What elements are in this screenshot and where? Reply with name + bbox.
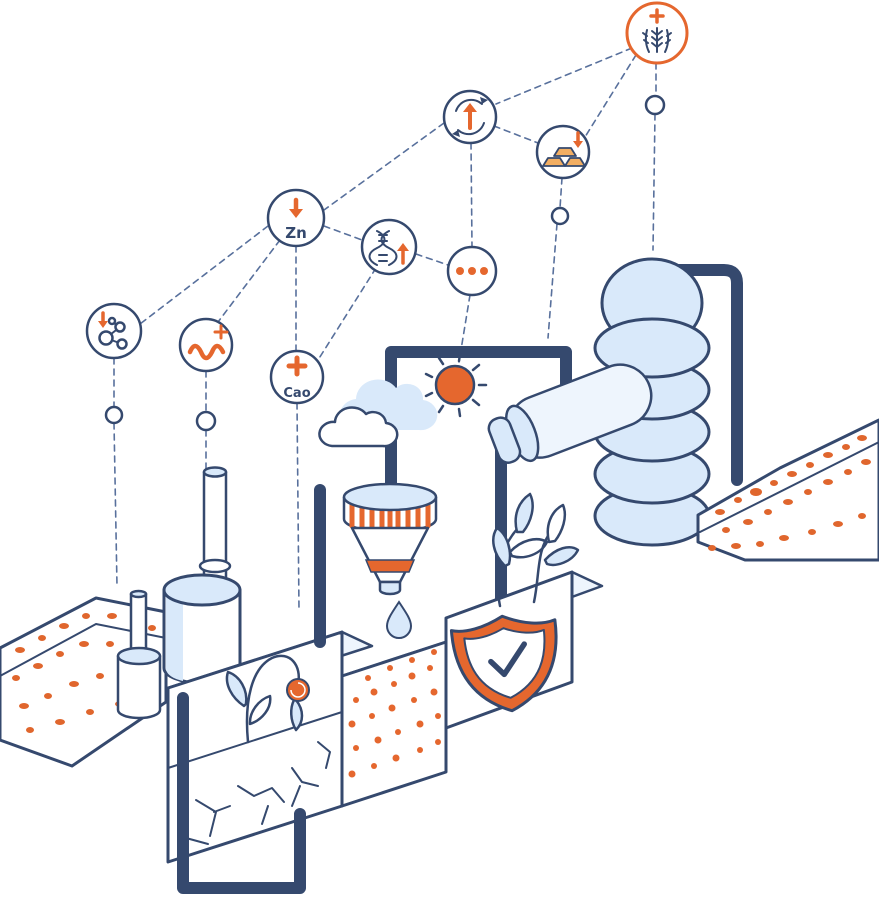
connector-node-dots [104,94,666,432]
badge-dna [360,218,418,276]
leaf [508,538,549,559]
cloud [318,379,438,448]
badge-more-nutrients [446,245,498,297]
wilted-plant [225,654,310,744]
badge-molecule [85,302,143,360]
right-soil-berm [696,418,879,562]
wilted-leaf [225,670,248,708]
wilted-flower-head [286,678,310,702]
water-droplet [385,600,413,639]
funnel-band [364,559,416,573]
zinc-label: Zn [285,224,307,242]
frame-pipe-lower [177,692,306,894]
plus-icon [286,355,308,377]
leaf [546,503,567,544]
ellipsis-icon [456,267,488,275]
leaf [543,546,580,567]
degraded-soil-block [166,630,374,864]
connector-node-dot [195,410,217,432]
protection-shield [449,614,558,713]
sun-disc [434,364,476,406]
leaf [514,492,534,534]
speckled-soil-front [340,640,448,808]
calcium-label: Cao [283,386,310,401]
cycle-arrows-up-icon [452,97,488,137]
molecule-down-icon [98,311,128,350]
factory [116,466,242,720]
wheat-plus-icon [642,8,672,53]
funnel-tip [378,580,402,596]
plant-leaves [492,492,580,608]
badge-zinc: Zn [266,188,326,248]
funnel-cone [350,526,430,584]
connector-dashed-lines [113,47,657,611]
badge-calcium: Cao [269,349,325,405]
soil-cracks [185,741,331,845]
badge-wheat-yield [625,1,689,65]
pebbles [708,435,871,551]
gold-bars-down-icon [542,131,586,167]
wilted-leaf [248,694,272,726]
funnel-rim-top [342,482,438,512]
leaf [492,526,512,568]
factory-silo [162,573,242,685]
small-chimney-cap [129,589,148,599]
horizontal-tank [487,363,653,464]
shield-checkmark [488,641,527,678]
soil-dots [348,649,455,778]
small-tank [116,589,162,720]
connector-node-dot [550,206,570,226]
funnel [342,482,438,639]
connector-node-dot [644,94,666,116]
small-cloud [318,406,399,448]
connector-node-dot [104,405,124,425]
soil-layer-line [167,711,343,769]
chimney-cap [202,466,228,478]
factory-chimney [198,466,232,594]
badge-soil-life [178,317,234,373]
worm-plus-icon [187,324,229,361]
down-arrow-icon [289,197,303,218]
column-outlet-pipe [660,264,743,486]
speckled-soil [340,640,478,808]
sun [424,352,488,418]
badge-minerals [535,124,591,180]
wilted-leaf [290,698,304,732]
badge-nutrient-cycle [442,89,498,145]
dna-increase-icon [368,230,409,266]
